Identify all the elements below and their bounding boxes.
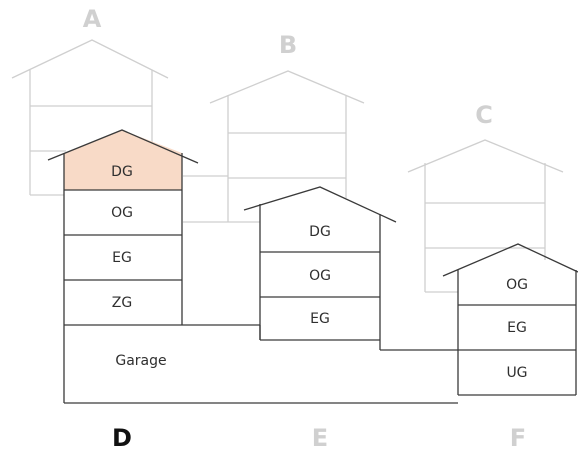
floor-label-og: OG [506, 277, 528, 293]
building-letter-f: F [510, 424, 526, 452]
floor-label-og: OG [111, 205, 133, 221]
floor-label-og: OG [309, 268, 331, 284]
building-letter-a: A [83, 5, 102, 33]
floor-label-ug: UG [506, 365, 527, 381]
building-f: OG EG UG [442, 243, 578, 396]
building-e: DG OG EG [243, 186, 458, 351]
building-letter-c: C [475, 101, 493, 129]
floor-label-eg: EG [112, 250, 132, 266]
ghost-building-c [407, 139, 564, 293]
building-letter-e: E [312, 424, 328, 452]
floor-label-zg: ZG [112, 295, 132, 311]
building-letter-d: D [112, 424, 132, 452]
floor-label-dg: DG [111, 164, 133, 180]
building-d: DG OG EG ZG [47, 129, 260, 403]
building-letter-b: B [279, 31, 297, 59]
floor-label-eg: EG [507, 320, 527, 336]
garage: Garage [64, 325, 458, 404]
roof-d-highlight [64, 130, 182, 190]
ghost-building-a [11, 39, 169, 196]
floor-label-dg: DG [309, 224, 331, 240]
floor-label-eg: EG [310, 311, 330, 327]
ghost-building-b [183, 70, 365, 223]
garage-label: Garage [115, 353, 166, 369]
